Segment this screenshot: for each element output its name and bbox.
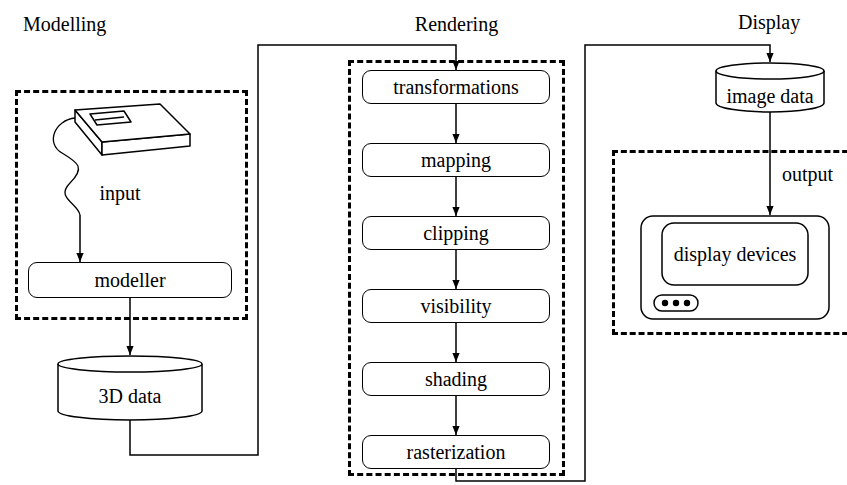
flow-arrow	[129, 298, 131, 355]
node-label: shading	[425, 368, 487, 391]
input-tablet: input	[40, 98, 200, 215]
group-heading: Rendering	[351, 13, 562, 36]
group-frame: transformations mapping clipping visibility…	[348, 60, 565, 476]
node-label: clipping	[423, 222, 489, 245]
node-label: input	[40, 182, 200, 205]
monitor-illustration	[640, 215, 830, 320]
group-heading: Modelling	[23, 13, 250, 36]
process-box: transformations	[362, 70, 550, 104]
column-heading: Display	[738, 11, 800, 34]
node-label: rasterization	[407, 441, 506, 464]
process-box: shading	[362, 362, 550, 396]
data-store: image data	[715, 62, 825, 112]
flow-arrow	[455, 250, 457, 289]
flow-arrow	[455, 323, 457, 362]
node-label: mapping	[421, 149, 491, 172]
node-label: visibility	[420, 295, 491, 318]
process-box: rasterization	[362, 435, 550, 469]
data-store: 3D data	[57, 355, 203, 420]
process-box: mapping	[362, 143, 550, 177]
group-frame: display devices output	[612, 150, 847, 335]
flow-arrow	[79, 215, 81, 262]
flow-arrow	[455, 104, 457, 143]
node-label: modeller	[94, 269, 165, 292]
flow-arrow	[455, 396, 457, 435]
group-heading: output	[782, 163, 847, 186]
process-box: visibility	[362, 289, 550, 323]
node-label: transformations	[393, 76, 519, 99]
process-box: modeller	[28, 262, 232, 298]
display-device: display devices	[640, 215, 830, 320]
node-label: image data	[726, 85, 813, 108]
node-label: 3D data	[99, 385, 162, 408]
process-box: clipping	[362, 216, 550, 250]
flow-arrow	[455, 177, 457, 216]
group-frame: inputmodellerModelling	[15, 90, 248, 320]
node-label: display devices	[662, 223, 808, 285]
flow-arrow	[769, 112, 771, 215]
